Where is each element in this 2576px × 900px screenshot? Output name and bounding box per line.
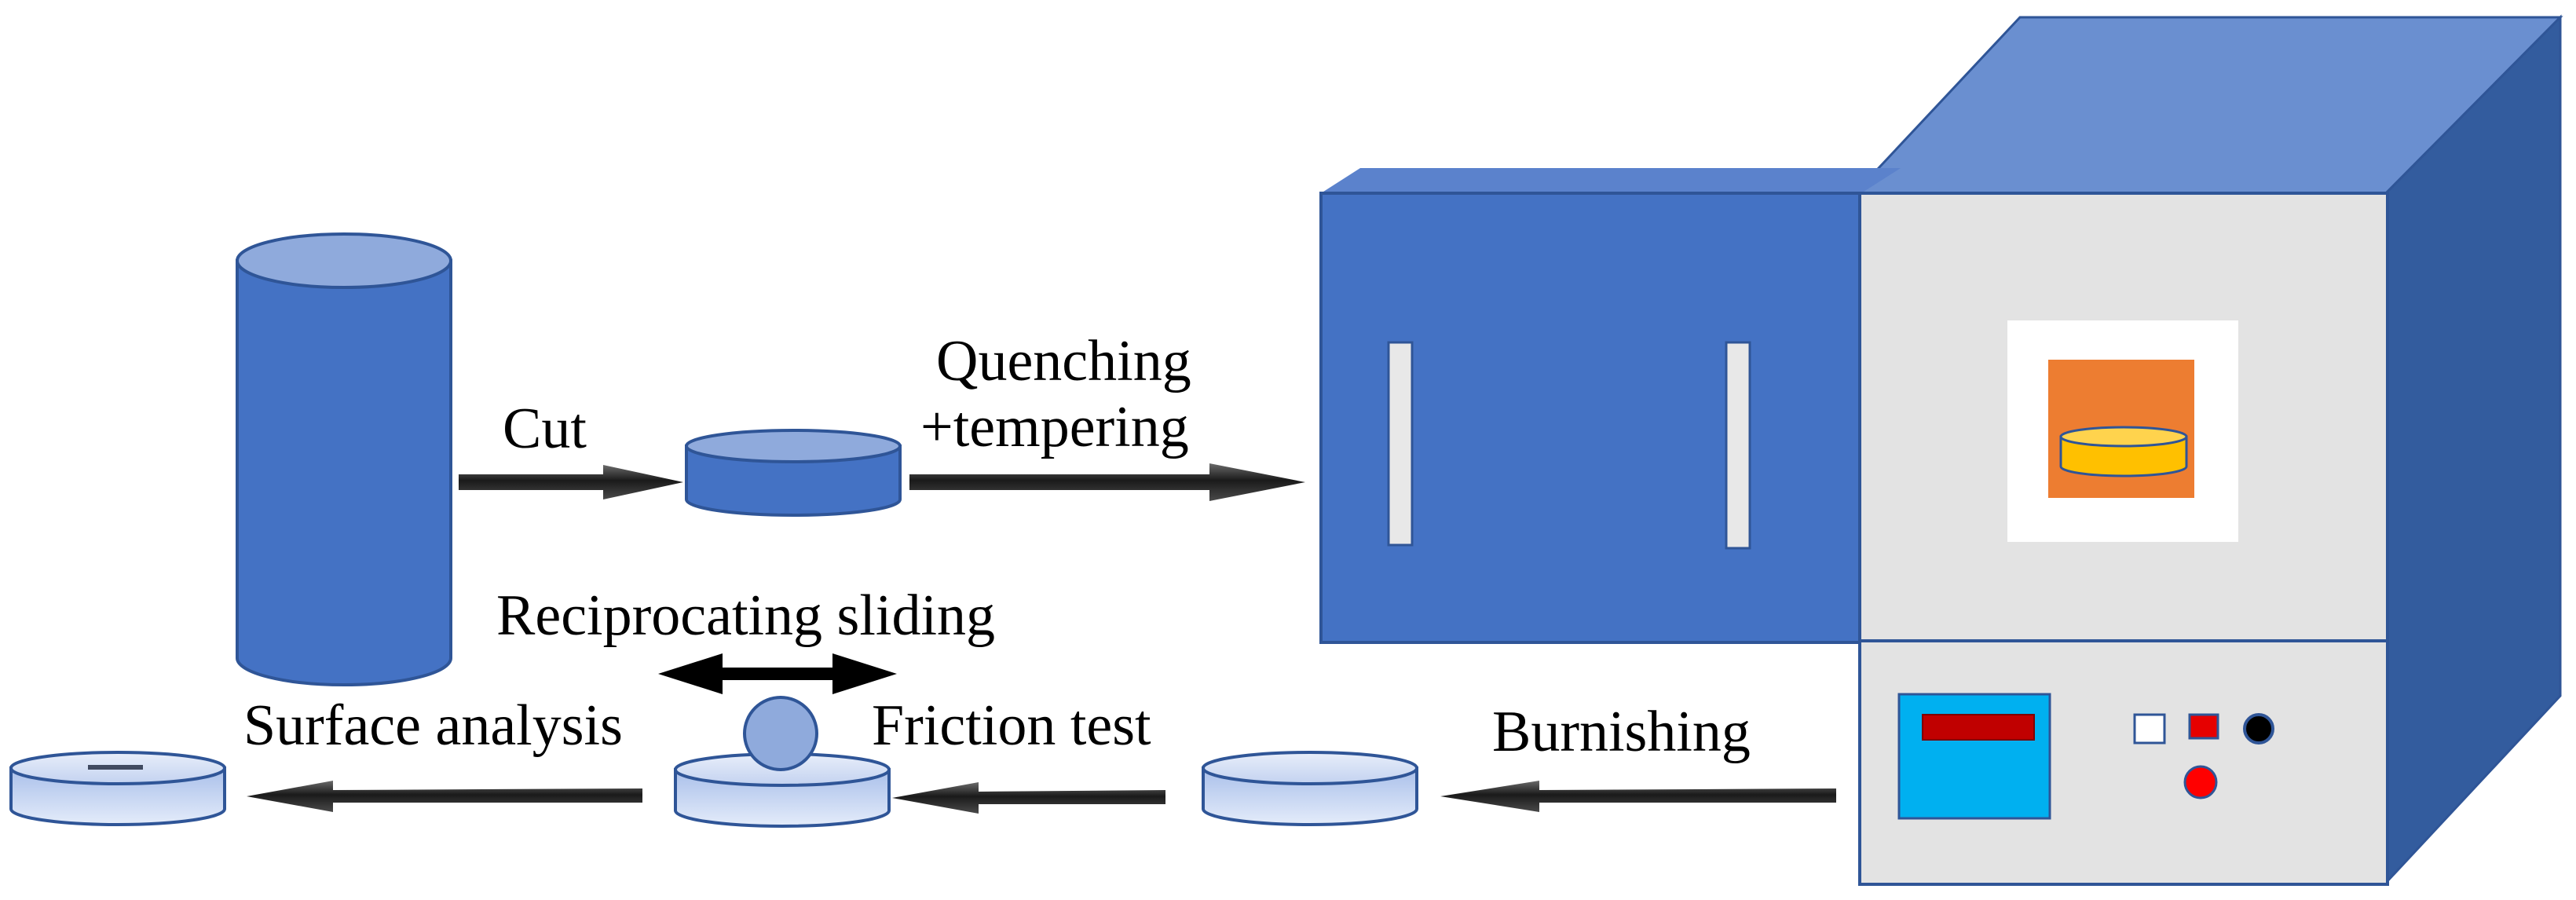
white-switch-icon	[2133, 713, 2166, 745]
burnishing-arrow-icon	[1440, 781, 1836, 812]
temperature-display	[1897, 693, 2051, 820]
furnace-icon	[1319, 14, 2563, 886]
red-button-icon	[2183, 765, 2218, 799]
knob-icon	[2243, 713, 2274, 745]
double-arrow-icon	[658, 653, 897, 694]
friction-test-label: Friction test	[872, 693, 1151, 758]
wear-track-mark	[88, 765, 143, 770]
burnishing-label: Burnishing	[1492, 700, 1751, 764]
friction-arrow-icon	[892, 782, 1165, 814]
surface-analysis-label: Surface analysis	[243, 693, 623, 758]
quenching-label-line1: Quenching	[936, 329, 1191, 393]
chamber-handle-left	[1387, 341, 1414, 547]
quenching-label-line2: +tempering	[920, 395, 1189, 459]
red-switch-icon	[2188, 713, 2219, 740]
ball-icon	[743, 696, 818, 771]
cylinder-rod-icon	[236, 232, 452, 686]
burnished-disc-icon	[1202, 751, 1418, 826]
heated-sample-icon	[2059, 426, 2188, 477]
reciprocating-label: Reciprocating sliding	[496, 584, 995, 648]
quenching-arrow-icon	[909, 463, 1305, 501]
display-readout	[1922, 714, 2035, 741]
analysed-disc-icon	[9, 751, 226, 826]
chamber-handle-right	[1725, 341, 1751, 550]
cut-disc-icon	[685, 429, 902, 517]
surface-analysis-arrow-icon	[247, 781, 642, 812]
cut-label: Cut	[503, 397, 587, 461]
furnace-chamber	[1319, 168, 1901, 644]
cut-arrow-icon	[459, 465, 683, 499]
